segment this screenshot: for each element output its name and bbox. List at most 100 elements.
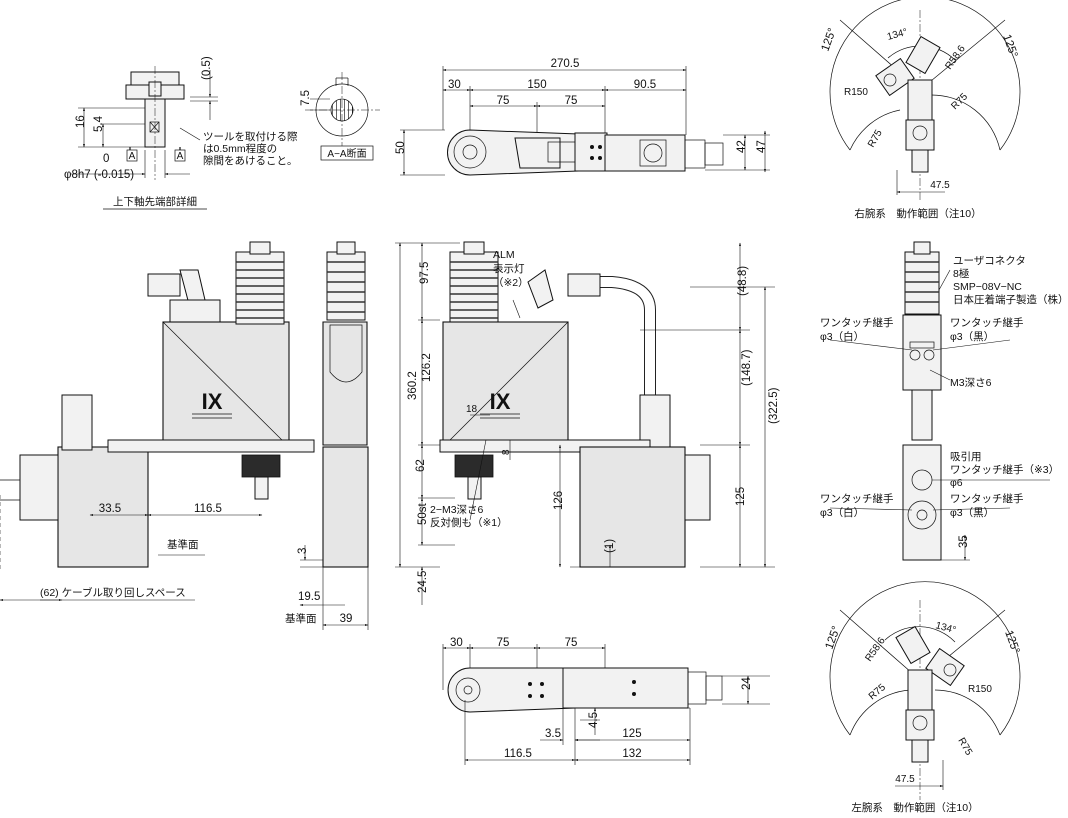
datum-label-front: 基準面 — [167, 538, 199, 551]
angle-134-bot: 134° — [934, 620, 957, 636]
dim-50st: 50st — [417, 502, 429, 525]
top-arm-joint — [514, 137, 561, 169]
user-connector-line1: ユーザコネクタ — [953, 255, 1026, 267]
dim-3: 3 — [297, 548, 309, 554]
phi3-black-top: φ3（黒） — [950, 331, 994, 343]
rear-shaft-nut — [454, 454, 494, 478]
dim-47-5-bot: 47.5 — [895, 774, 915, 785]
dim-62: 62 — [415, 459, 427, 472]
range-arc-r150-top — [829, 0, 1021, 151]
dim-4-5: 4.5 — [588, 712, 600, 728]
dim-0: 0 — [103, 153, 109, 165]
dim-270-5: 270.5 — [551, 58, 580, 70]
angle-125-bot-left: 125° — [824, 625, 843, 651]
m3-note-line1: 2−M3深さ6 — [430, 504, 484, 516]
user-connector-line4: 日本圧着端子製造（株） — [953, 293, 1068, 306]
range-arc-r150-bot — [829, 581, 1021, 736]
dim-125-side: 125 — [735, 487, 747, 506]
detail-title: 上下軸先端部詳細 — [113, 195, 197, 208]
side-bellows — [326, 251, 366, 321]
phi3-white-top: φ3（白） — [820, 330, 864, 343]
dim-126: 126 — [553, 491, 565, 510]
dim-75-top-a: 75 — [497, 95, 510, 107]
suction-line3: φ6 — [950, 477, 963, 489]
alm-label-3: （※2） — [493, 277, 529, 289]
dim-150: 150 — [527, 79, 546, 91]
m3-depth-label: M3深さ6 — [950, 377, 992, 389]
dim-48-8: (48.8) — [737, 266, 749, 296]
m3-note-line2: 反対側も（※1） — [430, 516, 508, 529]
shaft-tip-detail: (0.5) 16 5.4 0 A A φ8h7 (-0.015) ツールを取付け… — [64, 56, 298, 210]
right-arm-body — [907, 79, 933, 121]
dim-24-5: 24.5 — [417, 571, 429, 593]
dim-116-5-front: 116.5 — [194, 503, 222, 515]
front-view: IX 33.5 116.5 基準面 (62) ケーブル取り回しスペース — [0, 241, 315, 602]
radius-150-bot: R150 — [968, 684, 992, 695]
dim-132: 132 — [622, 748, 641, 760]
top-arm-2-base — [574, 132, 608, 172]
bottom-arm-2 — [562, 667, 689, 709]
dim-7-5: 7.5 — [300, 90, 312, 106]
right-arm-range-title: 右腕系 動作範囲（注10） — [854, 207, 981, 220]
ix-logo-front: IX — [202, 389, 223, 414]
dim-125-bot: 125 — [622, 728, 641, 740]
dim-5-4: 5.4 — [93, 115, 105, 132]
dim-3-5: 3.5 — [545, 728, 561, 740]
angle-125-bot-right: 125° — [1002, 629, 1021, 655]
radius-75-bot-b: R75 — [955, 736, 974, 758]
dim-33-5: 33.5 — [99, 503, 121, 515]
angle-134-top: 134° — [886, 27, 909, 43]
bottom-view: 30 75 75 24 3.5 4.5 125 116.5 132 — [442, 637, 770, 765]
dim-30-top: 30 — [448, 79, 461, 91]
dim-39: 39 — [340, 613, 353, 625]
side-body — [322, 321, 368, 446]
radius-58-6-top: R58.6 — [943, 43, 968, 72]
dim-148-7: (148.7) — [741, 349, 753, 386]
section-marker-a-left: A — [129, 151, 136, 162]
rear-base-column — [579, 446, 686, 568]
dim-35: 35 — [958, 535, 970, 548]
end-base — [902, 444, 942, 561]
datum-label-side: 基準面 — [285, 612, 317, 625]
alm-label-1: ALM — [493, 249, 515, 261]
suction-line1: 吸引用 — [950, 450, 982, 463]
radius-150-top: R150 — [844, 87, 868, 98]
radius-75-bot-a: R75 — [867, 682, 888, 703]
end-body — [902, 314, 942, 391]
front-bellows — [235, 251, 285, 325]
dim-8: 8 — [501, 449, 512, 455]
dim-30-bot: 30 — [450, 637, 463, 649]
rear-alm-lamp — [527, 269, 554, 309]
shaft-note-line3: 隙間をあけること。 — [203, 154, 298, 167]
side-base — [322, 446, 369, 568]
onetouch-black-bot: ワンタッチ継手 — [950, 492, 1024, 505]
dim-75-bot-a: 75 — [497, 637, 510, 649]
side-view: 3 19.5 39 基準面 — [285, 241, 369, 630]
front-base-column — [57, 446, 149, 568]
radius-58-6-bot: R58.6 — [863, 635, 888, 664]
dim-322-5: (322.5) — [768, 387, 780, 424]
dim-97-5: 97.5 — [419, 262, 431, 284]
dim-50: 50 — [395, 141, 407, 154]
left-arm-range-title: 左腕系 動作範囲（注10） — [851, 801, 978, 814]
ix-logo-rear: IX — [490, 389, 511, 414]
shaft-note-line2: は0.5mm程度の — [203, 142, 277, 155]
front-cable-conn — [147, 273, 181, 297]
onetouch-white-bot: ワンタッチ継手 — [820, 492, 894, 505]
dim-47-5-top: 47.5 — [930, 180, 950, 191]
end-view: 35 ユーザコネクタ 8極 SMP−08V−NC 日本圧着端子製造（株） ワンタ… — [820, 241, 1068, 561]
dim-42: 42 — [736, 140, 748, 153]
suction-line2: ワンタッチ継手（※3） — [950, 463, 1059, 476]
dim-90-5: 90.5 — [634, 79, 656, 91]
left-arm-body — [907, 669, 933, 711]
radius-75-top-a: R75 — [949, 91, 970, 112]
user-connector-line3: SMP−08V−NC — [953, 281, 1022, 293]
phi3-black-bot: φ3（黒） — [950, 507, 994, 519]
cable-space-label: (62) ケーブル取り回しスペース — [40, 586, 186, 599]
dim-24: 24 — [741, 677, 753, 690]
dim-47: 47 — [756, 140, 768, 153]
right-arm-range: 125° 125° 134° R58.6 R150 R75 R75 47.5 右… — [820, 0, 1021, 220]
section-marker-a-right: A — [177, 151, 184, 162]
